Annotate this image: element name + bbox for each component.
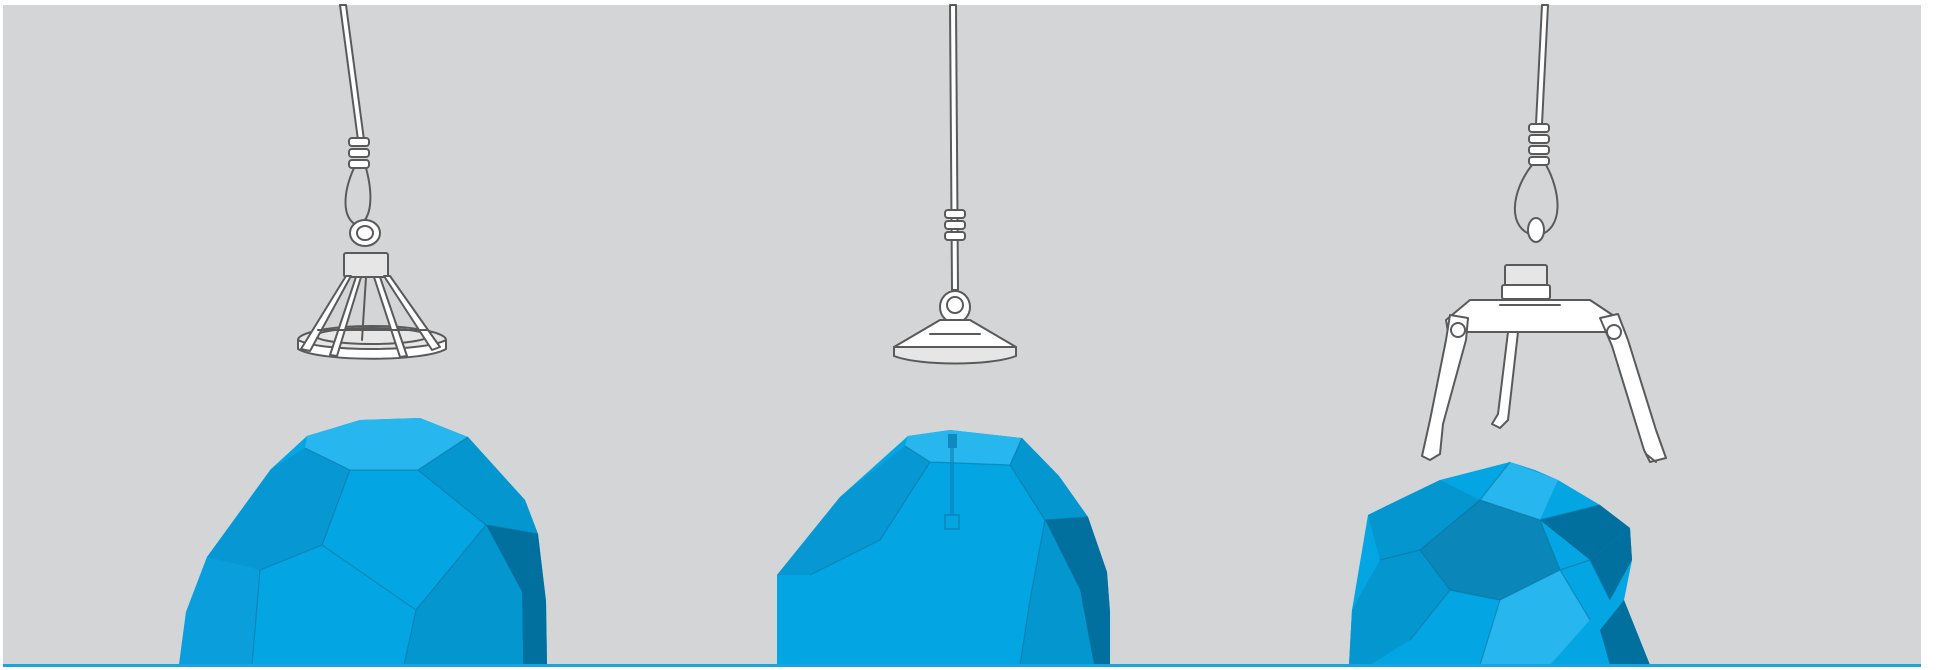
floor-line	[3, 664, 1921, 667]
